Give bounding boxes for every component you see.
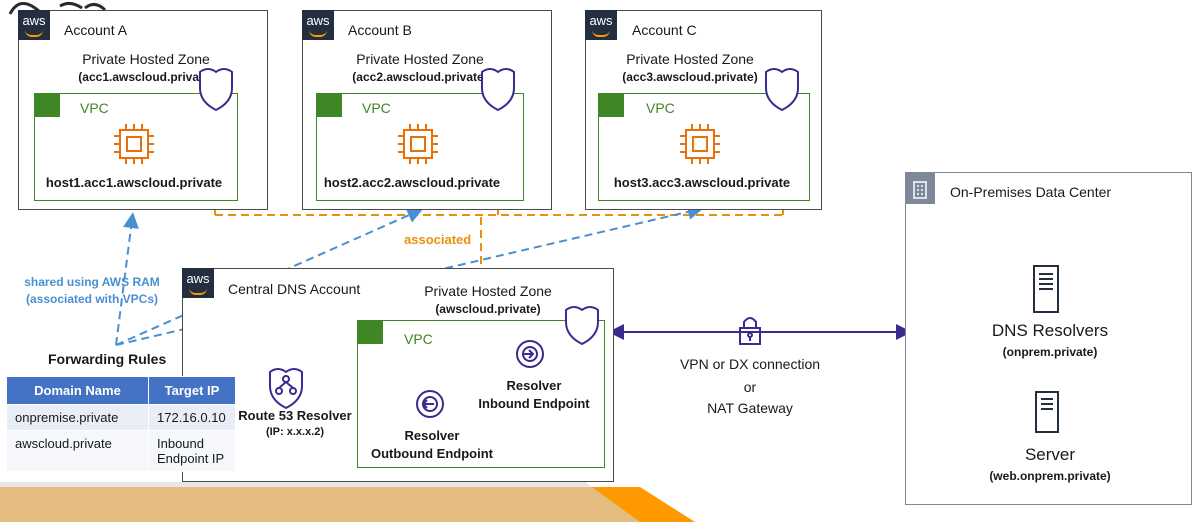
chip-icon <box>114 124 154 164</box>
cell-target: 172.16.0.10 <box>148 404 236 431</box>
aws-logo-icon: aws <box>302 10 334 40</box>
connection-line3: NAT Gateway <box>707 400 793 416</box>
server-icon <box>1035 391 1059 433</box>
account-c-title: Account C <box>632 22 697 38</box>
account-a-host: host1.acc1.awscloud.private <box>45 175 223 190</box>
central-account-title: Central DNS Account <box>228 281 361 297</box>
shared-label-line1: shared using AWS RAM <box>24 275 160 289</box>
building-glyph-icon <box>913 181 927 199</box>
shield-icon <box>481 68 515 112</box>
account-b-vpc <box>316 93 524 201</box>
shield-icon <box>199 68 233 112</box>
vpc-cloud-icon <box>598 93 624 117</box>
account-a-title: Account A <box>64 22 128 38</box>
central-phz-domain: (awscloud.private) <box>435 302 541 316</box>
shield-icon <box>765 68 799 112</box>
vpc-cloud-icon <box>357 320 383 344</box>
column-header: Domain Name <box>6 376 149 405</box>
inbound-endpoint-line1: Resolver <box>506 378 562 393</box>
outbound-endpoint-icon <box>416 390 444 418</box>
table-row: awscloud.private Inbound Endpoint IP <box>6 430 236 472</box>
column-header: Target IP <box>148 376 236 405</box>
vpc-cloud-icon <box>316 93 342 117</box>
cell-target: Inbound Endpoint IP <box>148 430 236 472</box>
onprem-title: On-Premises Data Center <box>950 184 1112 200</box>
server-title: Server <box>1024 445 1076 464</box>
chip-icon <box>398 124 438 164</box>
cell-domain: awscloud.private <box>6 430 149 472</box>
account-c-vpc <box>598 93 810 201</box>
account-b-host: host2.acc2.awscloud.private <box>323 175 501 190</box>
account-b-phz-title: Private Hosted Zone <box>356 51 484 67</box>
account-b-vpc-label: VPC <box>362 100 391 116</box>
forwarding-rules-table: Domain Name Target IP onpremise.private … <box>6 376 236 472</box>
chip-icon <box>680 124 720 164</box>
aws-logo-icon: aws <box>18 10 50 40</box>
account-b-phz-domain: (acc2.awscloud.private) <box>352 70 488 84</box>
central-phz-title: Private Hosted Zone <box>424 283 552 299</box>
outbound-endpoint-line2: Outbound Endpoint <box>370 446 493 461</box>
connection-line2: or <box>743 379 757 395</box>
table-row: onpremise.private 172.16.0.10 <box>6 404 236 431</box>
inbound-endpoint-line2: Inbound Endpoint <box>478 396 590 411</box>
associated-label: associated <box>404 232 472 247</box>
account-a-phz-domain: (acc1.awscloud.private) <box>78 70 214 84</box>
lock-gateway-icon <box>739 317 761 345</box>
aws-logo-icon: aws <box>585 10 617 40</box>
ram-share-connector <box>115 207 424 346</box>
shield-icon <box>565 306 599 346</box>
account-a-vpc-label: VPC <box>80 100 109 116</box>
account-a-phz-title: Private Hosted Zone <box>82 51 210 67</box>
vpc-cloud-icon <box>34 93 60 117</box>
account-c-host: host3.acc3.awscloud.private <box>613 175 791 190</box>
inbound-endpoint-icon <box>516 340 544 368</box>
forwarding-rules-title: Forwarding Rules <box>48 351 167 367</box>
account-c-vpc-label: VPC <box>646 100 675 116</box>
route53-resolver-icon <box>269 368 303 410</box>
ram-share-connector <box>115 204 704 346</box>
server-domain: (web.onprem.private) <box>989 469 1111 483</box>
central-vpc-label: VPC <box>404 331 433 347</box>
cell-domain: onpremise.private <box>6 404 149 431</box>
dns-resolvers-title: DNS Resolvers <box>991 321 1109 340</box>
outbound-endpoint-line1: Resolver <box>404 428 460 443</box>
shared-label-line2: (associated with VPCs) <box>25 292 159 306</box>
aws-logo-icon: aws <box>182 268 214 298</box>
route53-resolver-name: Route 53 Resolver <box>238 408 352 423</box>
account-c-phz-domain: (acc3.awscloud.private) <box>622 70 758 84</box>
onprem-datacenter-box <box>905 172 1192 505</box>
central-vpc <box>357 320 605 468</box>
account-c-phz-title: Private Hosted Zone <box>626 51 754 67</box>
dns-server-icon <box>1033 265 1059 313</box>
account-a-vpc <box>34 93 238 201</box>
ram-share-connector <box>115 212 139 346</box>
dns-resolvers-domain: (onprem.private) <box>1002 345 1098 359</box>
connection-line1: VPN or DX connection <box>679 356 821 372</box>
route53-resolver-ip: (IP: x.x.x.2) <box>265 426 325 438</box>
account-b-title: Account B <box>348 22 412 38</box>
